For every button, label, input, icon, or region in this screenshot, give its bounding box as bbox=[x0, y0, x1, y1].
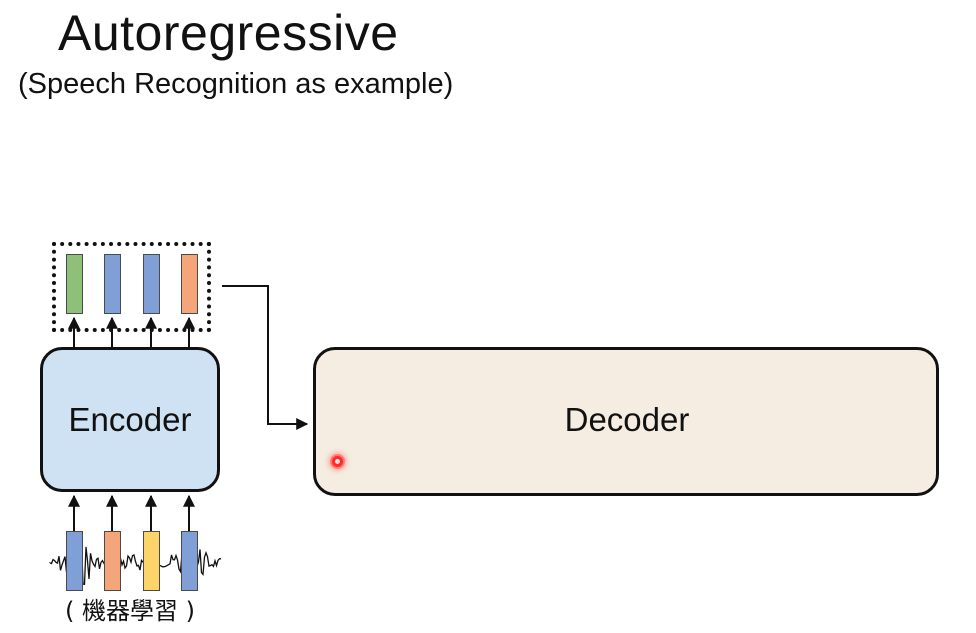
output-vector-1 bbox=[66, 254, 83, 314]
arrow-right-icon bbox=[222, 285, 309, 430]
output-vector-4 bbox=[181, 254, 198, 314]
output-vector-2 bbox=[104, 254, 121, 314]
audio-caption: ( 機器學習 ) bbox=[65, 597, 195, 625]
decoder-label: Decoder bbox=[564, 400, 690, 438]
decoder-block: Decoder bbox=[313, 347, 939, 496]
slide-title: Autoregressive bbox=[58, 5, 399, 61]
input-vector-1 bbox=[66, 531, 83, 591]
output-vector-3 bbox=[143, 254, 160, 314]
input-vector-2 bbox=[104, 531, 121, 591]
encoder-block: Encoder bbox=[40, 347, 220, 492]
input-vector-3 bbox=[143, 531, 160, 591]
encoder-output-box bbox=[52, 242, 211, 332]
slide-subtitle: (Speech Recognition as example) bbox=[18, 68, 454, 100]
encoder-label: Encoder bbox=[68, 400, 192, 438]
input-vector-4 bbox=[181, 531, 198, 591]
laser-pointer bbox=[332, 456, 343, 467]
